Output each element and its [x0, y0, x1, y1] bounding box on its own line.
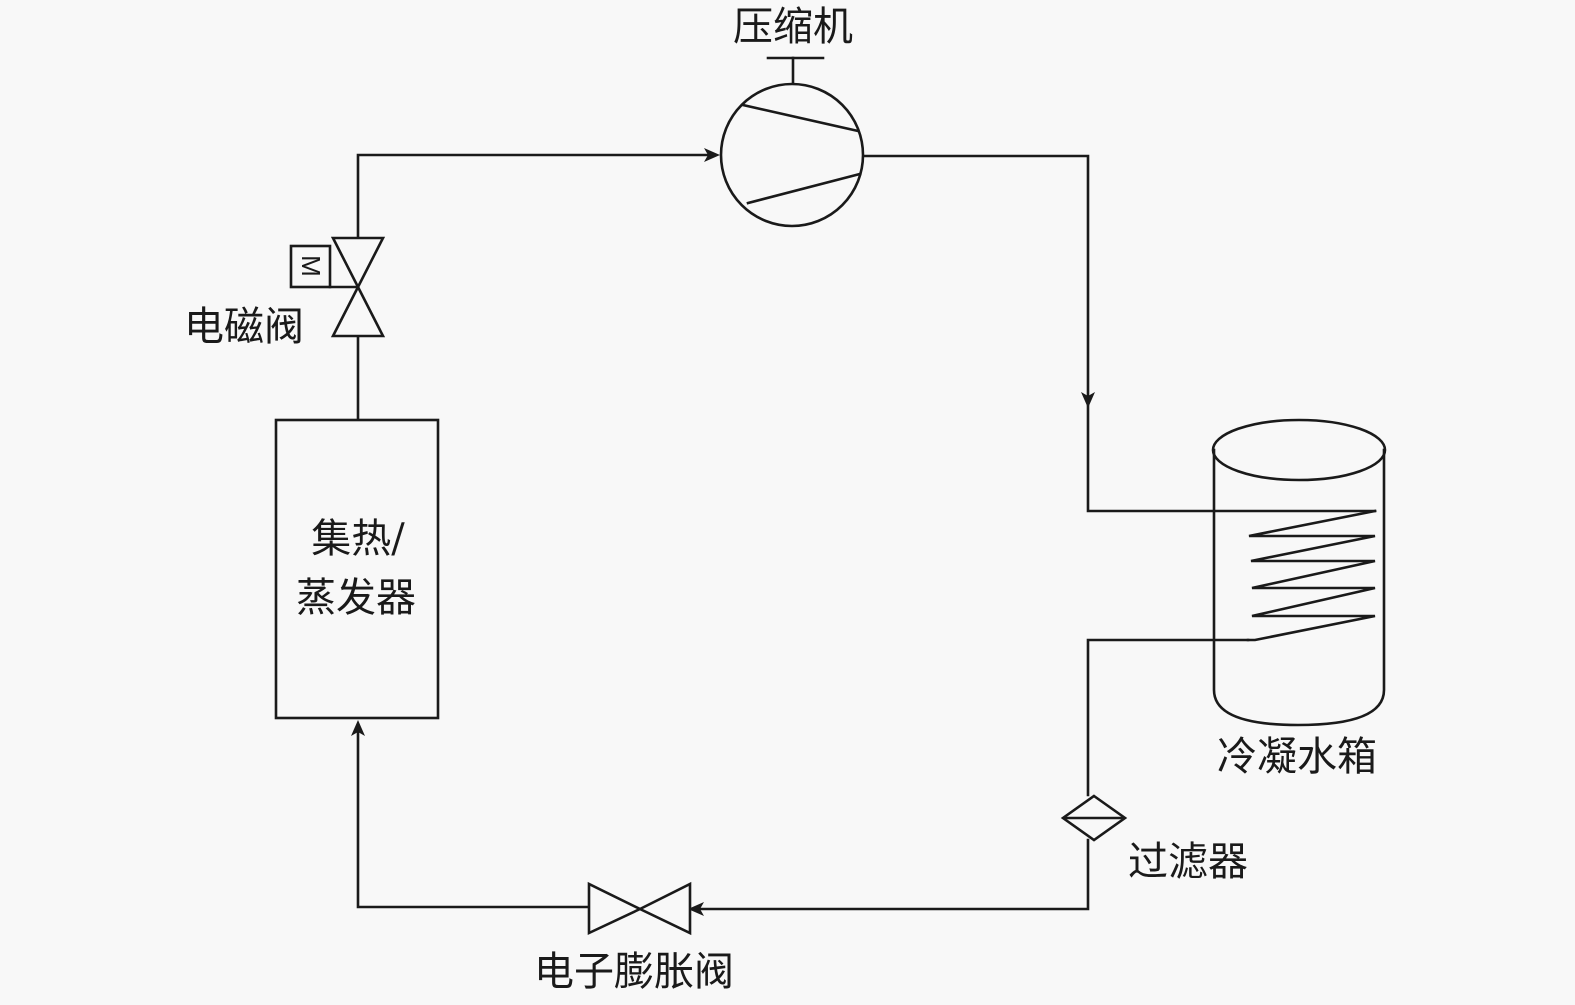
filter: [1060, 794, 1128, 842]
solenoid-valve-lower-triangle: [330, 284, 386, 338]
pipe-expansion-to-evaporator: [356, 726, 590, 909]
pipe-solenoid-to-compressor: [356, 153, 714, 240]
tank-top-ellipse: [1211, 418, 1387, 482]
collector-evaporator-box: [274, 418, 440, 720]
condenser-water-tank: [1211, 418, 1387, 727]
condenser-coil-icon: [1246, 509, 1377, 642]
pipe-filter-to-expansion: [694, 838, 1090, 911]
compressor-blade-upper: [741, 103, 860, 133]
solenoid-valve-upper-triangle: [330, 236, 386, 290]
solenoid-valve: M: [289, 236, 386, 338]
expansion-valve: [587, 881, 692, 936]
compressor-label: 压缩机: [733, 4, 853, 50]
expansion-valve-right-triangle: [637, 881, 692, 936]
compressor-blade-lower: [746, 172, 862, 205]
expansion-valve-label: 电子膨胀阀: [534, 949, 734, 995]
flow-arrow-icon: [351, 720, 365, 736]
pipe-compressor-to-tank: [860, 154, 1377, 513]
compressor: [719, 56, 865, 228]
solenoid-valve-label: 电磁阀: [184, 304, 304, 350]
compressor-icon: [719, 82, 865, 228]
filter-label: 过滤器: [1128, 839, 1248, 885]
expansion-valve-left-triangle: [587, 881, 644, 936]
flow-arrow-icon: [704, 148, 720, 162]
tank-body: [1212, 448, 1386, 727]
condenser-tank-label: 冷凝水箱: [1217, 734, 1377, 780]
evaporator-label-line1: 集热/: [311, 516, 405, 562]
pipe-tank-to-filter: [1086, 638, 1250, 797]
flow-arrow-icon: [1081, 392, 1095, 408]
solenoid-actuator-box: [289, 244, 332, 289]
evaporator-label-line2: 蒸发器: [296, 575, 416, 621]
solenoid-actuator-mark: M: [296, 255, 326, 277]
flow-arrow-icon: [688, 902, 704, 916]
